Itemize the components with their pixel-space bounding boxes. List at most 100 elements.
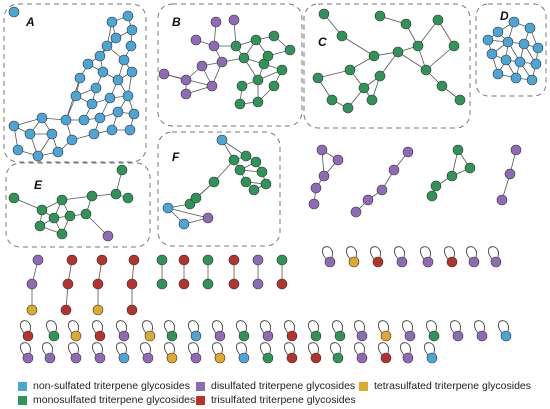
node-disulfated	[252, 254, 264, 266]
node-non-sulfated	[112, 106, 124, 118]
node-monosulfated	[358, 82, 370, 94]
node-non-sulfated	[8, 6, 20, 18]
node-monosulfated	[236, 80, 248, 92]
self-loop-edge	[259, 320, 271, 334]
node-non-sulfated	[524, 22, 536, 34]
node-non-sulfated	[88, 128, 100, 140]
legend-swatch	[359, 381, 368, 391]
node-trisulfated	[178, 254, 190, 266]
node-disulfated	[396, 256, 408, 268]
node-non-sulfated	[118, 352, 130, 364]
node-monosulfated	[36, 204, 48, 216]
node-disulfated	[504, 168, 516, 180]
node-monosulfated	[122, 192, 134, 204]
panel-label-a: A	[25, 15, 35, 29]
node-non-sulfated	[8, 120, 20, 132]
node-disulfated	[214, 330, 226, 342]
node-trisulfated	[380, 352, 392, 364]
edge	[341, 35, 375, 57]
node-monosulfated	[448, 40, 460, 52]
node-non-sulfated	[36, 112, 48, 124]
node-non-sulfated	[126, 66, 138, 78]
node-trisulfated	[286, 352, 298, 364]
node-monosulfated	[230, 40, 242, 52]
node-non-sulfated	[514, 56, 526, 68]
node-non-sulfated	[60, 114, 72, 126]
legend-label: non-sulfated triterpene glycosides	[33, 380, 191, 392]
self-loop-edge	[449, 320, 461, 334]
self-loop-edge	[19, 320, 31, 334]
self-loop-edge	[321, 246, 333, 260]
node-monosulfated	[190, 192, 202, 204]
legend: non-sulfated triterpene glycosides disul…	[12, 378, 548, 408]
node-trisulfated	[22, 330, 34, 342]
self-loop-edge	[425, 320, 437, 334]
node-disulfated	[142, 352, 154, 364]
node-non-sulfated	[122, 10, 134, 22]
self-loop-edge	[45, 320, 57, 334]
node-trisulfated	[126, 304, 138, 316]
node-monosulfated	[326, 94, 338, 106]
edge	[317, 69, 351, 79]
node-monosulfated	[110, 188, 122, 200]
node-non-sulfated	[110, 32, 122, 44]
node-non-sulfated	[486, 48, 498, 60]
self-loop-edge	[211, 320, 223, 334]
node-tetrasulfated	[92, 304, 104, 316]
node-monosulfated	[240, 176, 252, 188]
node-monosulfated	[374, 10, 386, 22]
node-monosulfated	[420, 64, 432, 76]
node-disulfated	[180, 74, 192, 86]
self-loop-edge	[423, 342, 435, 356]
node-non-sulfated	[106, 124, 118, 136]
self-loop-edge	[377, 342, 389, 356]
self-loop-edge	[345, 246, 357, 260]
node-disulfated	[316, 144, 328, 156]
node-monosulfated	[64, 210, 76, 222]
node-monosulfated	[334, 330, 346, 342]
node-trisulfated	[178, 278, 190, 290]
node-monosulfated	[56, 194, 68, 206]
node-non-sulfated	[216, 134, 228, 146]
self-loop-edge	[329, 342, 341, 356]
legend-label: monosulfated triterpene glycosides	[33, 394, 196, 406]
panel-label-c: C	[318, 35, 327, 49]
node-monosulfated	[368, 50, 380, 62]
self-loop-edge	[377, 320, 389, 334]
node-disulfated	[210, 16, 222, 28]
self-loop-edge	[497, 320, 509, 334]
node-monosulfated	[262, 50, 274, 62]
node-trisulfated	[228, 254, 240, 266]
node-monosulfated	[208, 176, 220, 188]
legend-swatch	[196, 395, 205, 405]
node-monosulfated	[248, 184, 260, 196]
node-trisulfated	[128, 254, 140, 266]
self-loop-edge	[163, 320, 175, 334]
node-non-sulfated	[94, 112, 106, 124]
node-disulfated	[356, 352, 368, 364]
self-loop-edge	[465, 246, 477, 260]
node-monosulfated	[446, 170, 458, 182]
node-disulfated	[190, 352, 202, 364]
node-monosulfated	[240, 150, 252, 162]
node-disulfated	[490, 256, 502, 268]
cluster-box-e	[5, 162, 151, 248]
node-disulfated	[468, 256, 480, 268]
self-loop-edge	[187, 320, 199, 334]
node-non-sulfated	[500, 330, 512, 342]
self-loop-edge	[259, 342, 271, 356]
node-disulfated	[206, 80, 218, 92]
node-non-sulfated	[104, 92, 116, 104]
legend-item-monosulfated: monosulfated triterpene glycosides	[18, 394, 195, 406]
node-monosulfated	[250, 156, 262, 168]
node-monosulfated	[34, 220, 46, 232]
node-disulfated	[496, 194, 508, 206]
node-non-sulfated	[482, 34, 494, 46]
cluster-box-c	[303, 3, 471, 129]
node-tetrasulfated	[348, 256, 360, 268]
node-monosulfated	[268, 30, 280, 42]
node-trisulfated	[66, 254, 78, 266]
node-non-sulfated	[162, 202, 174, 214]
node-monosulfated	[252, 74, 264, 86]
self-loop-edge	[443, 246, 455, 260]
